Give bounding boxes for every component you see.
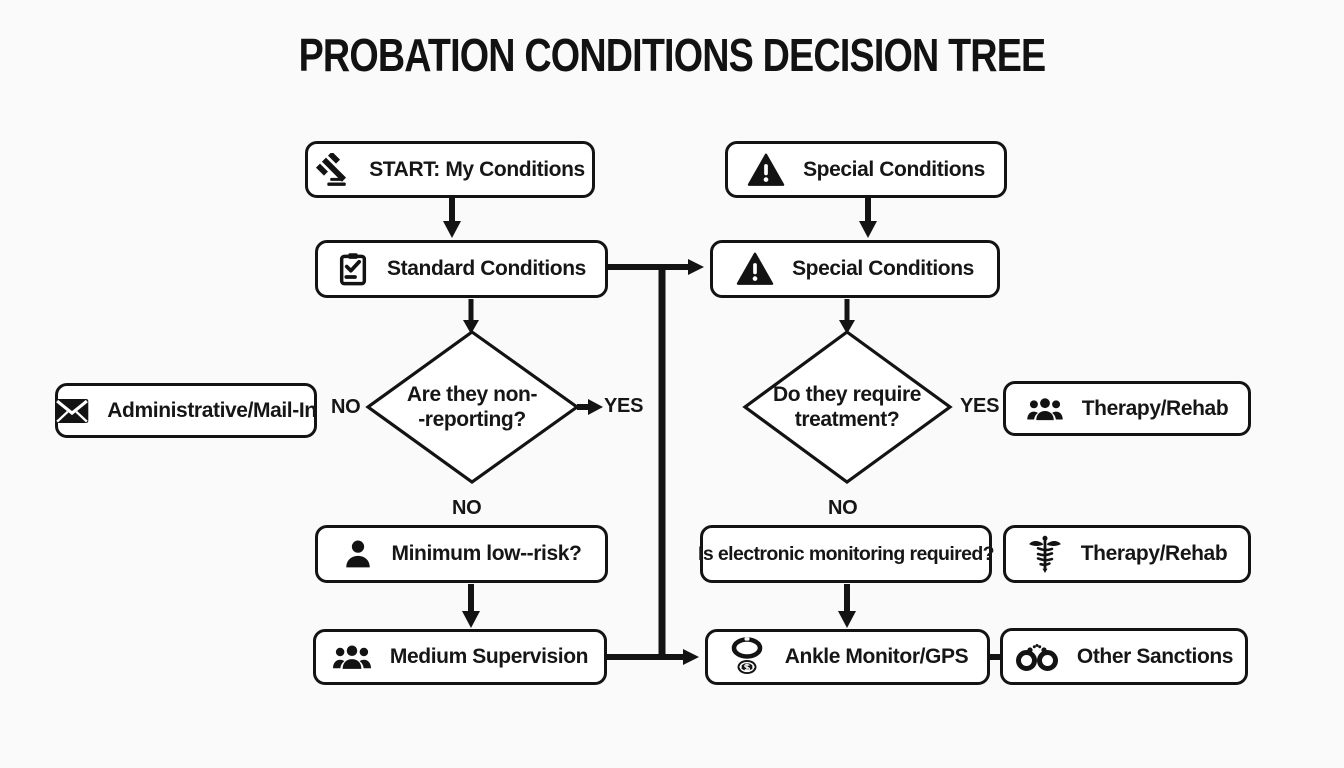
group-icon [332, 642, 372, 672]
node-label: Minimum low--risk? [391, 542, 582, 565]
node-other-sanctions: Other Sanctions [1000, 628, 1248, 685]
node-therapy-rehab-group: Therapy/Rehab [1003, 381, 1251, 436]
node-label: START: My Conditions [369, 157, 585, 181]
node-label: Other Sanctions [1076, 644, 1234, 668]
node-label: Medium Supervision [389, 645, 589, 668]
node-label: Administrative/Mail-In [107, 398, 317, 422]
edge-label-yes: YES [604, 395, 644, 417]
node-standard-conditions: Standard Conditions [315, 240, 608, 298]
decision-line: -reporting? [418, 408, 526, 431]
decision-require-treatment: Do they require treatment? [742, 382, 952, 432]
decision-non-reporting: Are they non- -reporting? [367, 382, 577, 432]
node-medium-supervision: Medium Supervision [313, 629, 607, 685]
node-electronic-monitoring-question: Is electronic monitoring required? [698, 525, 995, 583]
node-minimum-low-risk: Minimum low--risk? [315, 525, 608, 583]
gavel-icon [315, 152, 351, 187]
node-ankle-monitor-gps: Ankle Monitor/GPS [705, 629, 990, 685]
node-label: Special Conditions [792, 257, 974, 280]
ankle-monitor-icon [727, 635, 767, 679]
warning-icon [747, 153, 785, 187]
warning-icon [736, 252, 774, 286]
group-icon [1026, 395, 1064, 423]
page-title: PROBATION CONDITIONS DECISION TREE [298, 29, 1047, 81]
decision-line: Do they require [772, 383, 922, 406]
edge-label-no: NO [828, 497, 858, 519]
person-icon [342, 537, 374, 571]
node-therapy-rehab-medical: Therapy/Rehab [1003, 525, 1251, 583]
node-label: Standard Conditions [387, 257, 586, 280]
decision-line: Are they non- [406, 383, 538, 406]
clipboard-check-icon [337, 251, 369, 287]
edge-label-no: NO [452, 497, 482, 519]
node-label: Therapy/Rehab [1080, 542, 1228, 565]
node-label: Ankle Monitor/GPS [784, 645, 969, 668]
caduceus-icon [1027, 535, 1063, 573]
envelope-icon [55, 398, 89, 424]
node-special-conditions-top: Special Conditions [725, 141, 1007, 198]
node-start-my-conditions: START: My Conditions [305, 141, 595, 198]
handcuffs-icon [1015, 641, 1059, 673]
node-administrative-mail-in: Administrative/Mail-In [55, 383, 317, 438]
node-label: Special Conditions [803, 157, 985, 181]
node-label: Therapy/Rehab [1081, 396, 1229, 420]
decision-line: treatment? [794, 408, 900, 431]
node-label: Is electronic monitoring required? [698, 542, 995, 565]
edge-label-no: NO [331, 396, 361, 418]
edge-label-yes: YES [960, 395, 1000, 417]
node-special-conditions: Special Conditions [710, 240, 1000, 298]
